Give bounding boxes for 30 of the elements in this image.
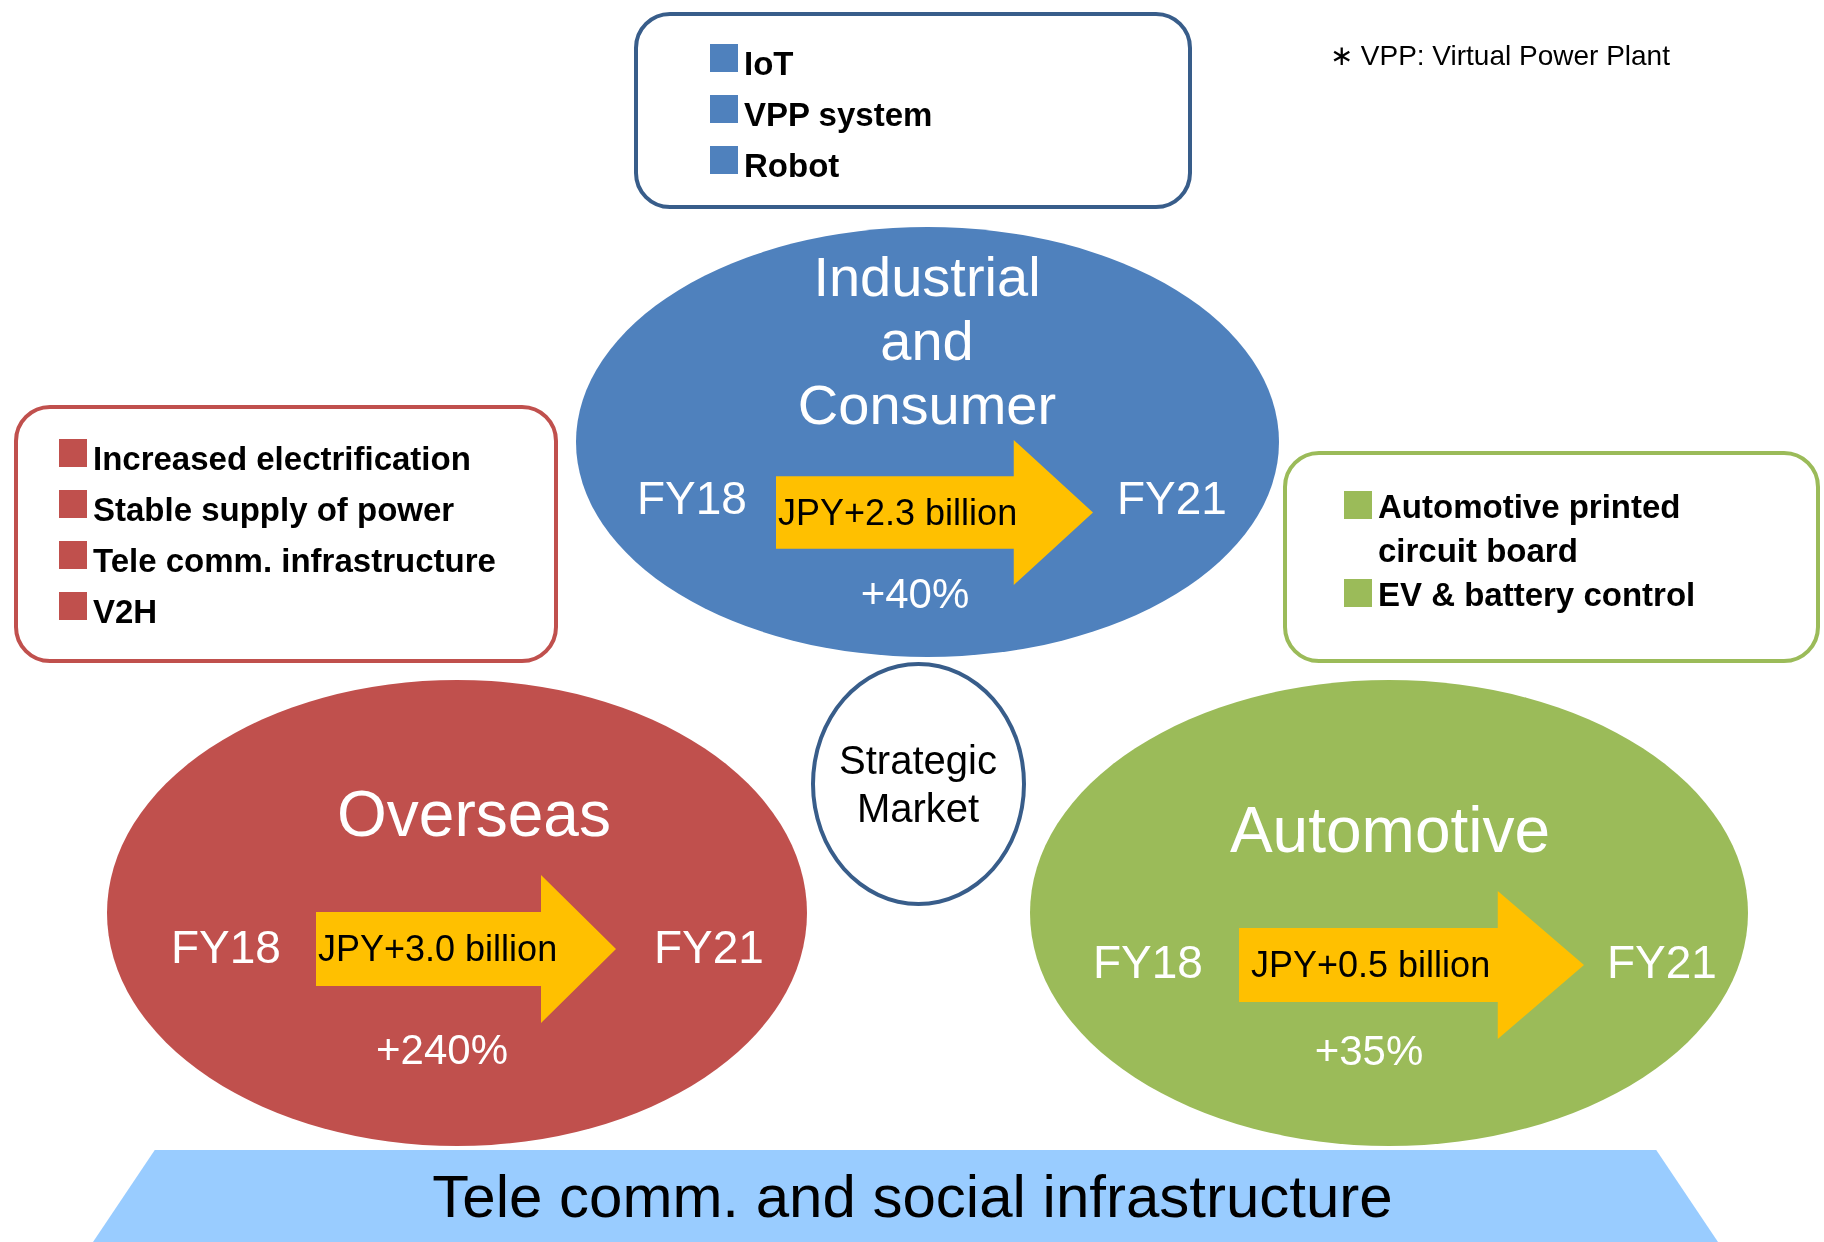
list-item: IoT <box>744 44 794 84</box>
list-item: Robot <box>744 146 840 186</box>
list-item: Tele comm. infrastructure <box>93 541 496 581</box>
growth-percent: +240% <box>376 1026 508 1075</box>
list-item: Automotive printed circuit board <box>1378 487 1682 571</box>
year-label: FY18 <box>1093 936 1203 989</box>
list-item: VPP system <box>744 95 933 135</box>
amount-label: JPY+2.3 billion <box>778 491 1018 533</box>
list-item: EV & battery control <box>1378 575 1696 615</box>
segment-title: Industrial and Consumer <box>796 245 1058 437</box>
year-label: FY18 <box>171 921 281 974</box>
amount-label: JPY+3.0 billion <box>318 928 558 970</box>
center-title: Strategic Market <box>838 737 998 832</box>
footnote: ∗ VPP: Virtual Power Plant <box>1330 40 1670 73</box>
info-box <box>634 12 1192 209</box>
year-label: FY18 <box>637 472 747 525</box>
info-box <box>14 405 558 663</box>
growth-percent: +35% <box>1314 1027 1424 1076</box>
list-item: Stable supply of power <box>93 490 455 530</box>
list-item: Increased electrification <box>93 439 471 479</box>
growth-percent: +40% <box>860 570 970 619</box>
segment-title: Overseas <box>337 778 611 852</box>
segment-title: Automotive <box>1229 794 1551 868</box>
base-title: Tele comm. and social infrastructure <box>432 1162 1393 1231</box>
amount-label: JPY+0.5 billion <box>1251 944 1491 986</box>
year-label: FY21 <box>654 921 764 974</box>
list-item: V2H <box>93 592 158 632</box>
year-label: FY21 <box>1607 936 1717 989</box>
year-label: FY21 <box>1117 472 1227 525</box>
info-box <box>1283 451 1820 663</box>
